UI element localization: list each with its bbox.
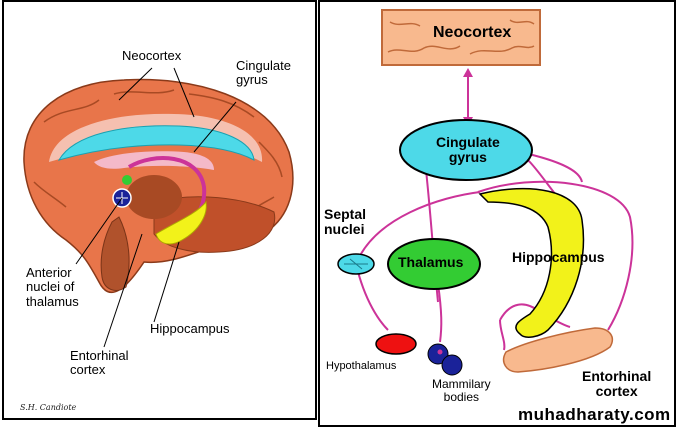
brain-anatomy-panel: Neocortex Cingulate gyrus Anterior nucle…	[2, 0, 317, 420]
label-entorhinal-cortex: Entorhinal cortex	[582, 368, 652, 400]
leader-anterior-nuclei	[75, 197, 123, 265]
leader-cingulate	[193, 101, 237, 153]
hypothalamus-node	[375, 333, 417, 355]
cingulate-gyrus-node	[399, 119, 533, 181]
label-entorhinal-cortex: Entorhinal cortex	[70, 348, 129, 378]
watermark: muhadharaty.com	[518, 405, 671, 424]
label-anterior-nuclei: Anterior nuclei of thalamus	[26, 265, 79, 309]
label-mammillary-bodies: Mammilary bodies	[432, 377, 491, 405]
mammillary-body-2	[441, 354, 463, 376]
label-cingulate-gyrus: Cingulate gyrus	[436, 134, 500, 166]
label-hippocampus: Hippocampus	[150, 321, 230, 336]
label-cingulate-gyrus: Cingulate gyrus	[236, 58, 291, 88]
label-septal-nuclei: Septal nuclei	[324, 206, 367, 238]
limbic-circuit-panel: Neocortex Cingulate gyrus Septal nuclei …	[318, 0, 676, 427]
leader-entorhinal	[103, 233, 143, 348]
label-hippocampus: Hippocampus	[512, 249, 605, 265]
mammillary-body-1	[427, 343, 449, 365]
papez-circuit-diagram	[337, 9, 634, 376]
thalamus-node	[387, 238, 481, 290]
leader-neocortex-1	[118, 67, 153, 101]
author-signature: S.H. Candiote	[20, 403, 77, 412]
brain-medial-view-illustration	[23, 67, 294, 348]
label-thalamus: Thalamus	[398, 254, 464, 270]
label-neocortex: Neocortex	[433, 24, 512, 41]
entorhinal-node	[502, 327, 614, 373]
hippocampus-node	[478, 187, 585, 338]
leader-hippocampus	[153, 241, 180, 323]
neocortex-box	[381, 9, 541, 66]
label-neocortex: Neocortex	[122, 48, 182, 63]
label-hypothalamus: Hypothalamus	[326, 360, 397, 372]
leader-neocortex-2	[173, 67, 195, 118]
